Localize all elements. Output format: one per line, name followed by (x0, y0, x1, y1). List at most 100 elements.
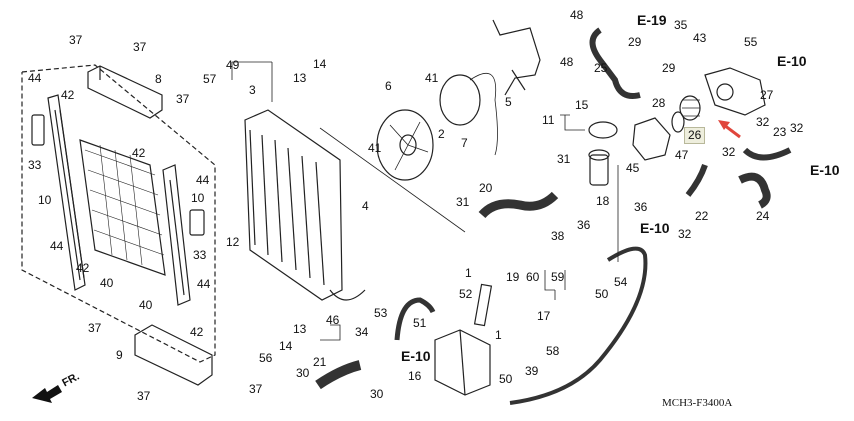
part-label[interactable]: 5 (505, 95, 512, 109)
part-label[interactable]: 37 (133, 40, 147, 54)
part-label[interactable]: 42 (76, 261, 90, 275)
part-label[interactable]: 9 (116, 348, 123, 362)
part-label[interactable]: 33 (193, 248, 207, 262)
part-label[interactable]: 28 (652, 96, 666, 110)
part-label[interactable]: 41 (425, 71, 439, 85)
part-label[interactable]: 37 (249, 382, 263, 396)
part-label[interactable]: 36 (577, 218, 591, 232)
part-label[interactable]: 50 (595, 287, 609, 301)
part-label[interactable]: 48 (570, 8, 584, 22)
part-label[interactable]: 54 (614, 275, 628, 289)
part-label[interactable]: 24 (756, 209, 770, 223)
part-label[interactable]: 36 (634, 200, 648, 214)
part-label[interactable]: 32 (790, 121, 804, 135)
reserve-tank (434, 329, 491, 396)
part-label[interactable]: 56 (259, 351, 273, 365)
part-label[interactable]: 40 (139, 298, 153, 312)
part-label[interactable]: 32 (678, 227, 692, 241)
radiator-grille (79, 139, 166, 276)
ref-e10-bottom[interactable]: E-10 (401, 348, 431, 364)
part-label[interactable]: 60 (526, 270, 540, 284)
part-label[interactable]: 49 (226, 58, 240, 72)
ref-e10-top[interactable]: E-10 (777, 53, 807, 69)
part-label[interactable]: 47 (675, 148, 689, 162)
ref-e10-mid[interactable]: E-10 (640, 220, 670, 236)
part-label[interactable]: 14 (313, 57, 327, 71)
part-label[interactable]: 46 (326, 313, 340, 327)
part-label[interactable]: 37 (176, 92, 190, 106)
part-label[interactable]: 29 (628, 35, 642, 49)
part-label[interactable]: 37 (88, 321, 102, 335)
part-label[interactable]: 44 (28, 71, 42, 85)
part-label[interactable]: 29 (662, 61, 676, 75)
part-label[interactable]: 42 (61, 88, 75, 102)
part-label[interactable]: 30 (296, 366, 310, 380)
part-label[interactable]: 34 (355, 325, 369, 339)
part-label[interactable]: 6 (385, 79, 392, 93)
part-label[interactable]: 15 (575, 98, 589, 112)
part-label[interactable]: 23 (773, 125, 787, 139)
part-label[interactable]: 39 (525, 364, 539, 378)
part-label[interactable]: 16 (408, 369, 422, 383)
part-label[interactable]: 58 (546, 344, 560, 358)
part-label[interactable]: 7 (461, 136, 468, 150)
part-label[interactable]: 35 (674, 18, 688, 32)
part-label[interactable]: 19 (506, 270, 520, 284)
part-label[interactable]: 1 (495, 328, 502, 342)
part-label[interactable]: 50 (499, 372, 513, 386)
part-label[interactable]: 21 (313, 355, 327, 369)
emblem-right (189, 209, 205, 236)
hose-53 (394, 297, 436, 341)
part-label[interactable]: 42 (132, 146, 146, 160)
part-label[interactable]: 27 (760, 88, 774, 102)
part-label[interactable]: 4 (362, 199, 369, 213)
part-label[interactable]: 45 (626, 161, 640, 175)
part-label[interactable]: 53 (374, 306, 388, 320)
part-label[interactable]: 20 (479, 181, 493, 195)
part-label[interactable]: 51 (413, 316, 427, 330)
part-label[interactable]: 32 (722, 145, 736, 159)
part-label[interactable]: 44 (50, 239, 64, 253)
part-label[interactable]: 22 (695, 209, 709, 223)
part-label[interactable]: 41 (368, 141, 382, 155)
part-label[interactable]: 59 (551, 270, 565, 284)
part-label[interactable]: 52 (459, 287, 473, 301)
part-label[interactable]: 40 (100, 276, 114, 290)
part-label[interactable]: 11 (542, 113, 555, 127)
part-label[interactable]: 37 (137, 389, 151, 403)
part-label[interactable]: 2 (438, 127, 445, 141)
radiator (244, 109, 366, 301)
highlighted-part-label[interactable]: 26 (684, 127, 706, 144)
ref-e19[interactable]: E-19 (637, 12, 667, 28)
part-label[interactable]: 55 (744, 35, 758, 49)
part-label[interactable]: 8 (155, 72, 162, 86)
part-label[interactable]: 48 (560, 55, 574, 69)
part-label[interactable]: 44 (196, 173, 210, 187)
part-label[interactable]: 32 (756, 115, 770, 129)
part-label[interactable]: 10 (38, 193, 52, 207)
part-label[interactable]: 25 (594, 61, 608, 75)
part-label[interactable]: 43 (693, 31, 707, 45)
part-label[interactable]: 57 (203, 72, 217, 86)
part-label[interactable]: 33 (28, 158, 42, 172)
part-label[interactable]: 1 (465, 266, 472, 280)
part-label[interactable]: 31 (456, 195, 470, 209)
panel-outline (21, 64, 216, 363)
ref-e10-right[interactable]: E-10 (810, 162, 840, 178)
part-label[interactable]: 31 (557, 152, 571, 166)
part-label[interactable]: 37 (69, 33, 83, 47)
part-label[interactable]: 3 (249, 83, 256, 97)
part-label[interactable]: 13 (293, 71, 307, 85)
part-label[interactable]: 18 (596, 194, 610, 208)
hose-21 (315, 360, 362, 390)
part-label[interactable]: 13 (293, 322, 307, 336)
part-label[interactable]: 42 (190, 325, 204, 339)
part-label[interactable]: 44 (197, 277, 211, 291)
part-label[interactable]: 30 (370, 387, 384, 401)
part-label[interactable]: 12 (226, 235, 240, 249)
part-label[interactable]: 38 (551, 229, 565, 243)
part-label[interactable]: 10 (191, 191, 205, 205)
part-label[interactable]: 17 (537, 309, 551, 323)
part-label[interactable]: 14 (279, 339, 293, 353)
